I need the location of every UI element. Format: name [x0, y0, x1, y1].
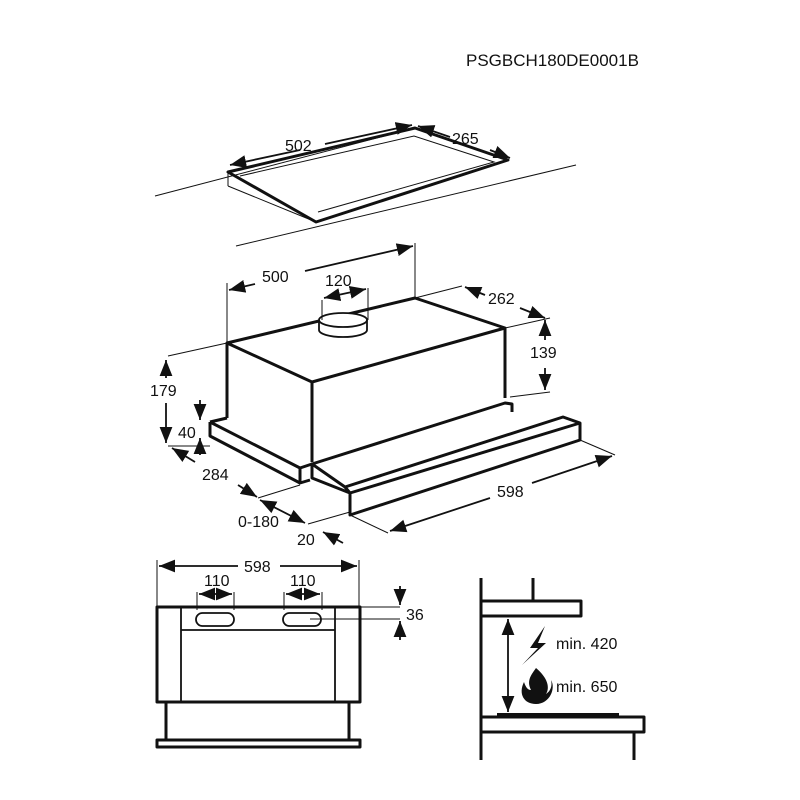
hood-width-top-label: 500	[262, 269, 289, 286]
flame-icon	[521, 668, 553, 704]
electric-clearance-label: min. 420	[556, 636, 617, 653]
cutout-drawing: 502 265	[154, 122, 577, 247]
cutout-depth-label: 265	[452, 131, 479, 148]
hood-front-view: 598 110 110 36	[155, 559, 424, 749]
hood-isometric: 500 120 262 139 179 40 284 0-180	[150, 243, 616, 549]
slot-right-width-label: 110	[290, 573, 316, 590]
cutout-width-label: 502	[285, 138, 312, 155]
total-height-label: 179	[150, 383, 177, 400]
gas-clearance-label: min. 650	[556, 679, 617, 696]
total-width-label: 598	[497, 484, 524, 501]
slot-left-width-label: 110	[204, 573, 230, 590]
product-code: PSGBCH180DE0001B	[466, 51, 639, 70]
front-thickness-label: 20	[297, 532, 315, 549]
front-width-label: 598	[244, 559, 271, 576]
body-height-label: 139	[530, 345, 557, 362]
duct-diameter-label: 120	[325, 273, 352, 290]
clearance-side-view: min. 420 min. 650	[479, 578, 646, 760]
slot-offset-label: 36	[406, 607, 424, 624]
lightning-icon	[522, 626, 546, 665]
extension-label: 0-180	[238, 514, 279, 531]
hood-depth-top-label: 262	[488, 291, 515, 308]
front-height-label: 40	[178, 425, 196, 442]
depth-bottom-label: 284	[202, 467, 229, 484]
